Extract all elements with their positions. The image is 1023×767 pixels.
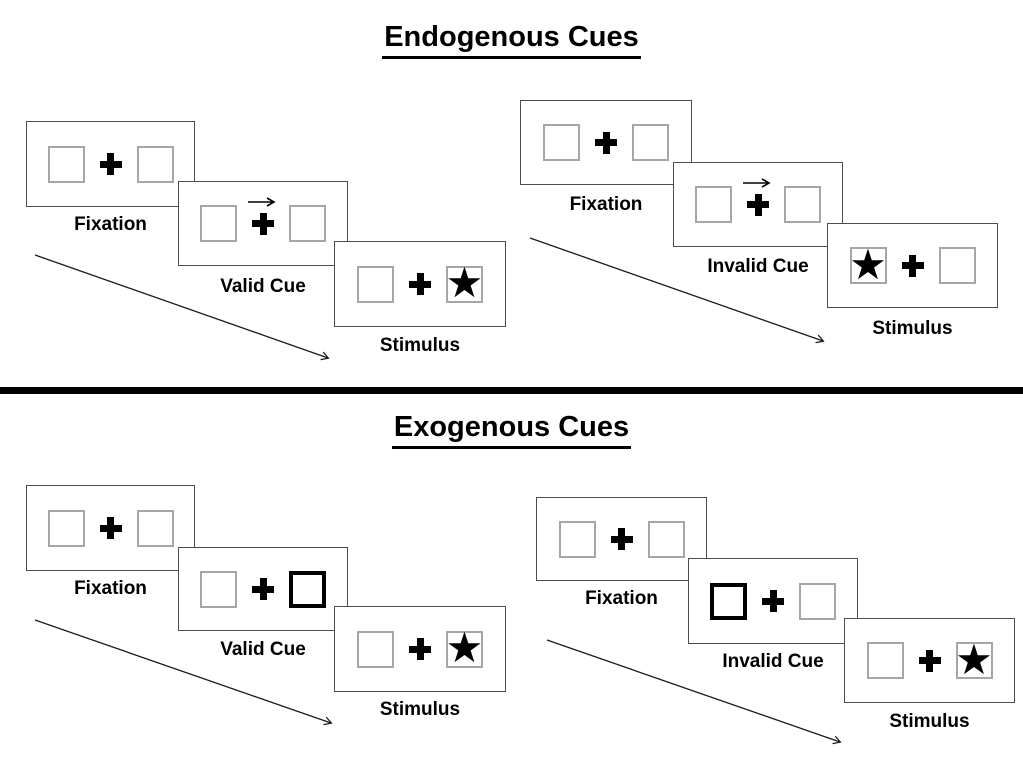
panel-label: Fixation [74, 578, 147, 599]
panel-label: Stimulus [379, 335, 461, 356]
center-symbols [610, 528, 633, 550]
center-symbols [743, 177, 771, 216]
center-symbols [248, 196, 276, 235]
fixation-cross-icon [610, 528, 633, 550]
center-symbols [762, 590, 784, 612]
exogenous-invalid-timeline-arrow [546, 639, 840, 742]
center-symbols [409, 273, 431, 295]
center-symbols [409, 638, 431, 660]
right-placeholder-box [799, 582, 836, 620]
page-title: Exogenous Cues [391, 411, 632, 449]
stimulus-box: ★ [446, 627, 484, 669]
star-icon: ★ [445, 624, 484, 671]
center-symbols [252, 578, 274, 600]
page-title: Endogenous Cues [382, 21, 641, 59]
exogenous-valid-cue-panel [178, 547, 348, 631]
fixation-cross-icon [252, 212, 274, 235]
right-placeholder-box [289, 205, 326, 242]
left-placeholder-box [357, 265, 394, 303]
exogenous-valid-fixation-panel [26, 485, 195, 571]
center-symbols [595, 131, 617, 154]
exogenous-valid-stimulus-panel: ★ [334, 606, 506, 692]
panel-label: Invalid Cue [707, 256, 809, 277]
center-symbols [99, 153, 122, 175]
fixation-cross-icon [595, 131, 617, 154]
cued-box [710, 582, 747, 620]
right-placeholder-box [632, 124, 669, 161]
fixation-cross-icon [901, 254, 924, 277]
right-placeholder-box [938, 247, 976, 284]
right-placeholder-box [136, 145, 174, 183]
star-icon: ★ [849, 240, 887, 288]
endogenous-section-title: Endogenous Cues [0, 21, 1023, 59]
endogenous-invalid-timeline-arrow [529, 237, 823, 341]
endogenous-valid-timeline-arrow [34, 254, 328, 358]
fixation-cross-icon [409, 273, 431, 295]
panel-label: Stimulus [379, 699, 461, 720]
left-placeholder-box [47, 145, 85, 183]
star-icon: ★ [445, 259, 484, 306]
left-placeholder-box [558, 520, 596, 558]
panel-label: Invalid Cue [722, 651, 824, 672]
fixation-cross-icon [409, 638, 431, 660]
stimulus-box: ★ [446, 262, 484, 304]
panel-label: Stimulus [872, 318, 953, 339]
stimulus-box: ★ [955, 635, 993, 683]
exogenous-invalid-fixation-panel [536, 497, 707, 581]
section-divider [0, 387, 1023, 394]
left-placeholder-box [543, 124, 580, 161]
panel-label: Valid Cue [220, 639, 306, 660]
panel-label: Valid Cue [220, 276, 306, 297]
endogenous-valid-stimulus-panel: ★ [334, 241, 506, 327]
left-placeholder-box [200, 570, 237, 608]
endogenous-invalid-stimulus-panel: ★ [827, 223, 998, 308]
exogenous-invalid-stimulus-panel: ★ [844, 618, 1015, 703]
center-symbols [901, 254, 924, 277]
left-placeholder-box [357, 630, 394, 668]
cued-box [289, 570, 326, 608]
panel-label: Fixation [74, 214, 147, 235]
left-placeholder-box [695, 186, 732, 223]
cue-right-arrow-icon [743, 177, 771, 188]
center-symbols [99, 517, 122, 539]
right-placeholder-box [647, 520, 685, 558]
panel-label: Fixation [569, 194, 643, 215]
endogenous-invalid-fixation-panel [520, 100, 692, 185]
star-icon: ★ [955, 635, 993, 683]
fixation-cross-icon [762, 590, 784, 612]
fixation-cross-icon [99, 153, 122, 175]
center-symbols [918, 649, 941, 672]
left-placeholder-box [200, 205, 237, 242]
exogenous-section-title: Exogenous Cues [0, 411, 1023, 449]
fixation-cross-icon [252, 578, 274, 600]
panel-label: Fixation [585, 588, 658, 609]
exogenous-valid-timeline-arrow [34, 619, 331, 723]
stimulus-box: ★ [849, 240, 887, 288]
fixation-cross-icon [99, 517, 122, 539]
endogenous-valid-fixation-panel [26, 121, 195, 207]
endogenous-valid-cue-panel [178, 181, 348, 266]
right-placeholder-box [136, 509, 174, 547]
left-placeholder-box [866, 642, 904, 679]
cue-right-arrow-icon [248, 196, 276, 207]
fixation-cross-icon [747, 193, 769, 216]
right-placeholder-box [784, 186, 821, 223]
endogenous-invalid-cue-panel [673, 162, 843, 247]
fixation-cross-icon [918, 649, 941, 672]
panel-label: Stimulus [889, 711, 970, 732]
left-placeholder-box [47, 509, 85, 547]
exogenous-invalid-cue-panel [688, 558, 858, 644]
